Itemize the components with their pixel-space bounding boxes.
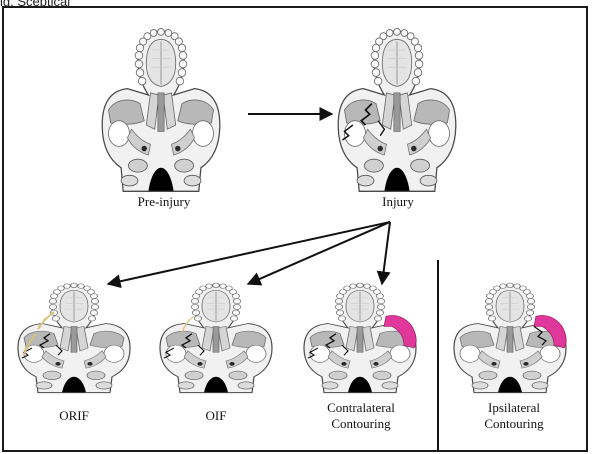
skull-oif: [160, 283, 272, 393]
label-pre-injury: Pre-injury: [104, 194, 224, 210]
label-orif: ORIF: [14, 408, 134, 424]
label-contralateral-contouring: Contralateral Contouring: [296, 400, 426, 432]
label-ipsilateral-line1: Ipsilateral: [452, 400, 576, 416]
label-contralateral-line2: Contouring: [296, 416, 426, 432]
arrow-to-orif: [108, 222, 390, 284]
skull-ipsilateral-contouring: [454, 283, 566, 393]
skull-pre-injury: [102, 28, 220, 191]
label-oif: OIF: [156, 408, 276, 424]
label-ipsilateral-contouring: Ipsilateral Contouring: [452, 400, 576, 432]
label-contralateral-line1: Contralateral: [296, 400, 426, 416]
label-ipsilateral-line2: Contouring: [452, 416, 576, 432]
skull-orif: [18, 283, 130, 393]
arrow-to-contralateral: [382, 222, 390, 284]
figure-frame: Pre-injury Injury ORIF OIF Contralateral…: [2, 6, 588, 452]
skull-contralateral-contouring: [304, 283, 416, 393]
arrow-to-oif: [248, 222, 390, 284]
figure-diagram: [4, 8, 586, 450]
label-injury: Injury: [338, 194, 458, 210]
skull-injury: [338, 28, 456, 191]
